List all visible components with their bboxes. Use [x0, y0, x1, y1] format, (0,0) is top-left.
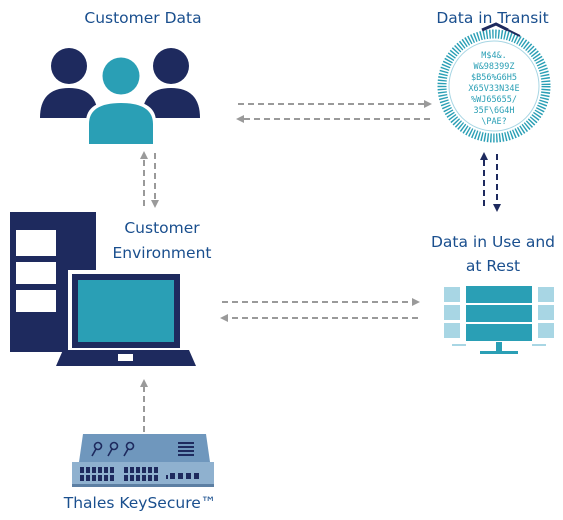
data-in-transit-label: Data in Transit: [436, 9, 549, 27]
cipher-line: M$4&.: [481, 51, 507, 61]
cipher-line: $B56%G6H5: [471, 73, 517, 83]
cipher-line: X65V33N34E: [468, 84, 519, 94]
cipher-line: W&98399Z: [474, 62, 515, 72]
cipher-line: \PAE?: [481, 117, 507, 127]
cipher-line: %WJ65655/: [471, 95, 517, 105]
thales-keysecure-label: Thales KeySecure™: [63, 494, 217, 512]
users-icon: [40, 48, 200, 146]
keysecure-appliance-icon: [72, 434, 214, 487]
server-and-monitor-icon: [10, 212, 196, 366]
customer-environment-label-line2: Environment: [112, 244, 212, 262]
cipher-line: 35F\6G4H: [474, 106, 515, 116]
data-in-use-label-line1: Data in Use and: [430, 233, 556, 251]
customer-environment-label-line1: Customer: [124, 219, 200, 237]
customer-data-label: Customer Data: [84, 9, 202, 27]
data-in-use-label-line2: at Rest: [465, 257, 521, 275]
encrypted-dial-icon: M$4&. W&98399Z $B56%G6H5 X65V33N34E %WJ6…: [437, 22, 551, 143]
database-display-icon: [444, 286, 554, 354]
